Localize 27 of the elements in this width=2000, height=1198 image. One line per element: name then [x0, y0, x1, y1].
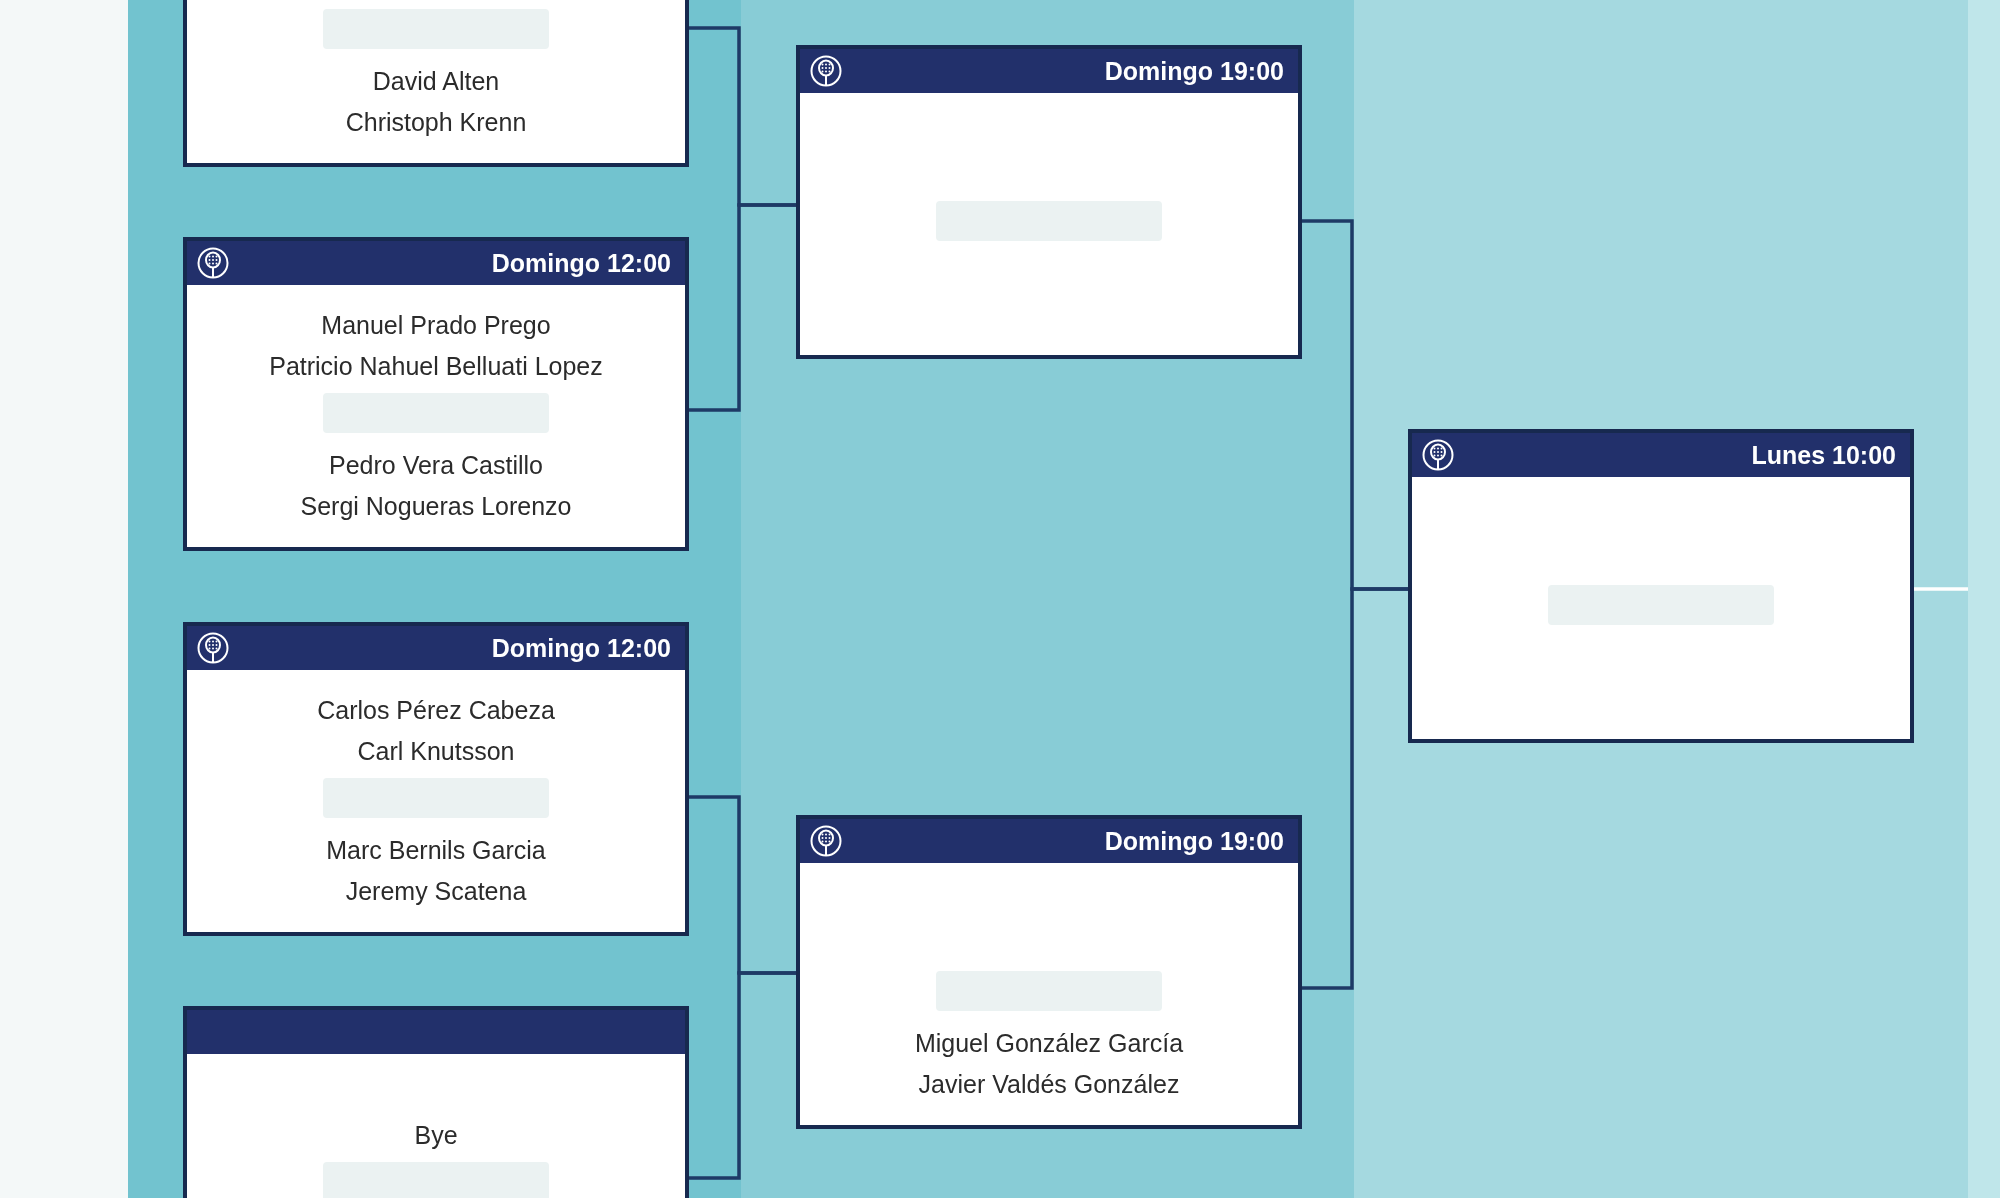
- bracket-connector: [689, 971, 796, 1180]
- player-name: Carl Knutsson: [357, 736, 515, 767]
- bracket-connector: [1302, 587, 1408, 990]
- player-name: Bye: [414, 1120, 458, 1151]
- match-card: [796, 815, 1302, 1129]
- player-name: Pedro Vera Castillo: [329, 450, 543, 481]
- player-name: Patricio Nahuel Belluati Lopez: [269, 351, 603, 382]
- match-card: [796, 45, 1302, 359]
- player-name: Miguel González García: [914, 1028, 1184, 1059]
- player-name: Jeremy Scatena: [345, 876, 527, 907]
- match-card: [183, 622, 689, 936]
- player-name: Sergi Nogueras Lorenzo: [300, 491, 572, 522]
- match-time: Lunes 10:00: [1751, 440, 1896, 470]
- player-name: Christoph Krenn: [345, 107, 527, 138]
- player-name: Marc Bernils Garcia: [326, 835, 546, 866]
- player-name: Carlos Pérez Cabeza: [317, 695, 555, 726]
- match-card: [183, 237, 689, 551]
- bracket-connector: [689, 203, 796, 412]
- player-name: David Alten: [372, 66, 500, 97]
- bracket-connector: [1914, 587, 1968, 591]
- player-name: Manuel Prado Prego: [321, 310, 551, 341]
- player-name: Javier Valdés González: [918, 1069, 1180, 1100]
- match-time: Domingo 19:00: [1104, 826, 1284, 856]
- match-card: [1408, 429, 1914, 743]
- match-time: Domingo 12:00: [491, 248, 671, 278]
- match-time: Domingo 19:00: [1104, 56, 1284, 86]
- match-time: Domingo 12:00: [491, 633, 671, 663]
